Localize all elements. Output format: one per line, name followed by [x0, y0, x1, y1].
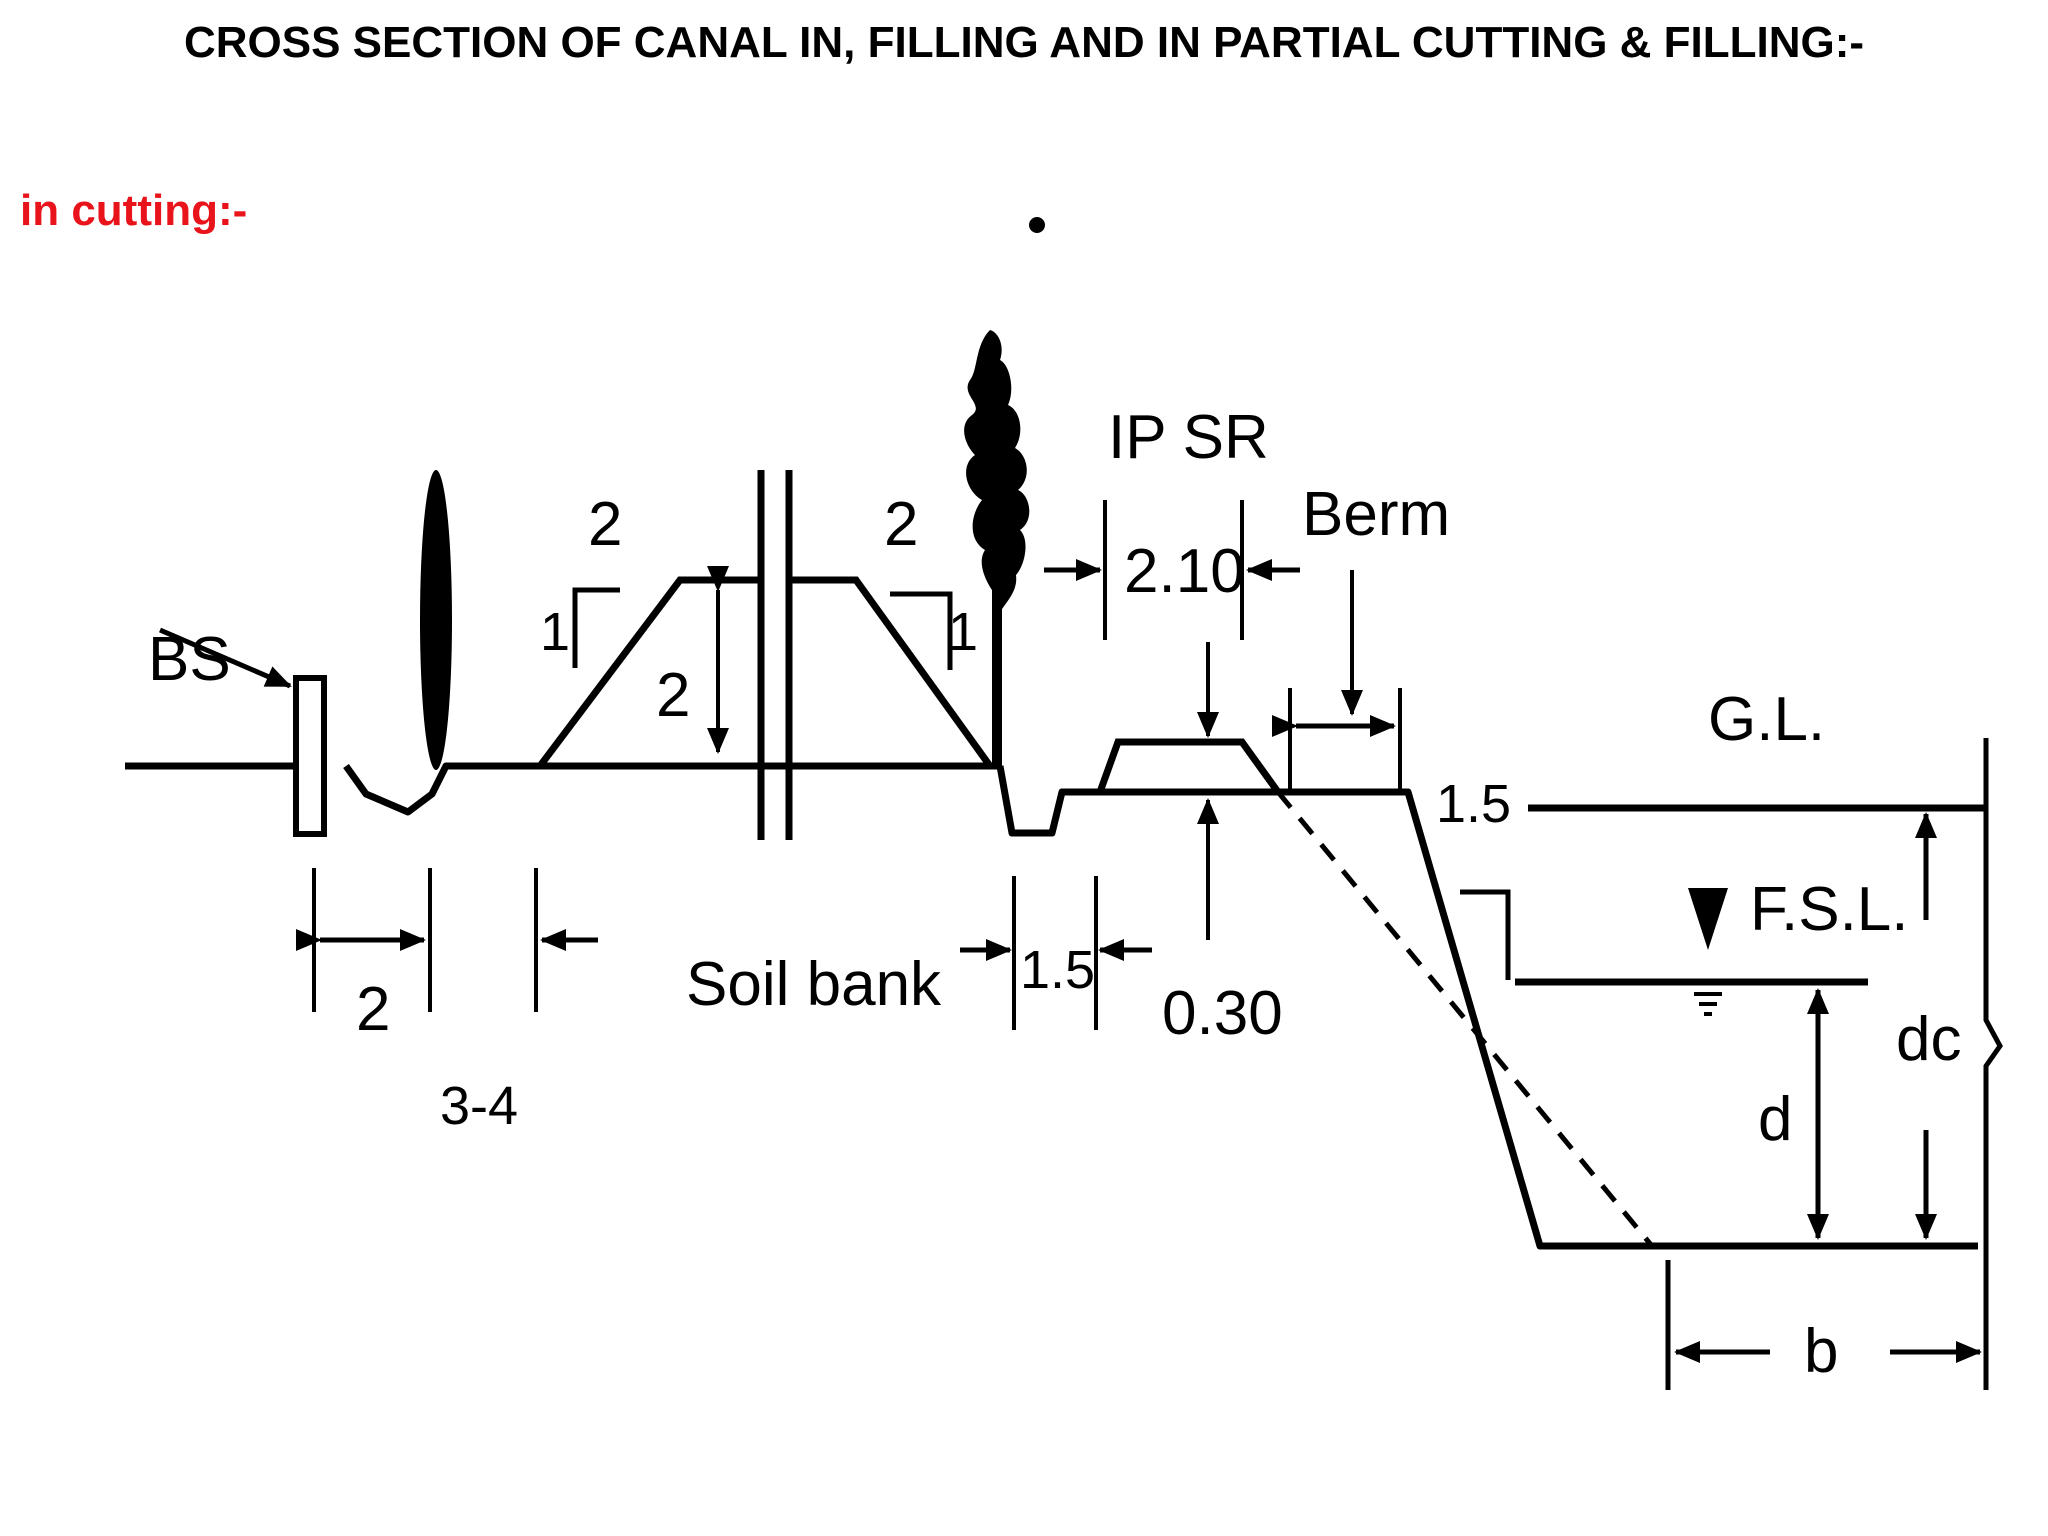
dot-mark — [1029, 217, 1045, 233]
ground-profile — [125, 762, 1978, 1250]
boundary-stone — [293, 675, 327, 837]
d-label: d — [1758, 1085, 1792, 1154]
gl-label: G.L. — [1708, 685, 1825, 754]
bs-label: BS — [148, 625, 231, 694]
berm-label: Berm — [1302, 480, 1450, 549]
bank-height-label: 2 — [656, 661, 690, 730]
page-title: CROSS SECTION OF CANAL IN, FILLING AND I… — [183, 18, 1865, 67]
road-width-label: 2.10 — [1124, 537, 1245, 606]
drain-width-label: 2 — [356, 975, 390, 1044]
inspection-road — [1096, 738, 1281, 795]
tree-icon — [964, 330, 1030, 768]
section-subtitle: in cutting:- — [20, 186, 248, 235]
dc-label: dc — [1896, 1005, 1961, 1074]
side-drain-width-label: 1.5 — [1020, 940, 1095, 1000]
slope-v-right-label: 1 — [948, 602, 978, 662]
shrub-icon — [420, 470, 452, 770]
fsl-label: F.S.L. — [1750, 875, 1909, 944]
b-label: b — [1804, 1317, 1838, 1386]
soil-bank-label: Soil bank — [686, 950, 942, 1019]
ip-sr-label: IP SR — [1108, 403, 1269, 472]
gap-width-label: 3-4 — [440, 1076, 518, 1136]
road-height-label: 0.30 — [1162, 979, 1283, 1048]
slope-h-left-label: 2 — [588, 490, 622, 559]
slope-ratio-label: 1.5 — [1436, 774, 1511, 834]
slope-v-left-label: 1 — [540, 602, 570, 662]
slope-h-right-label: 2 — [884, 490, 918, 559]
